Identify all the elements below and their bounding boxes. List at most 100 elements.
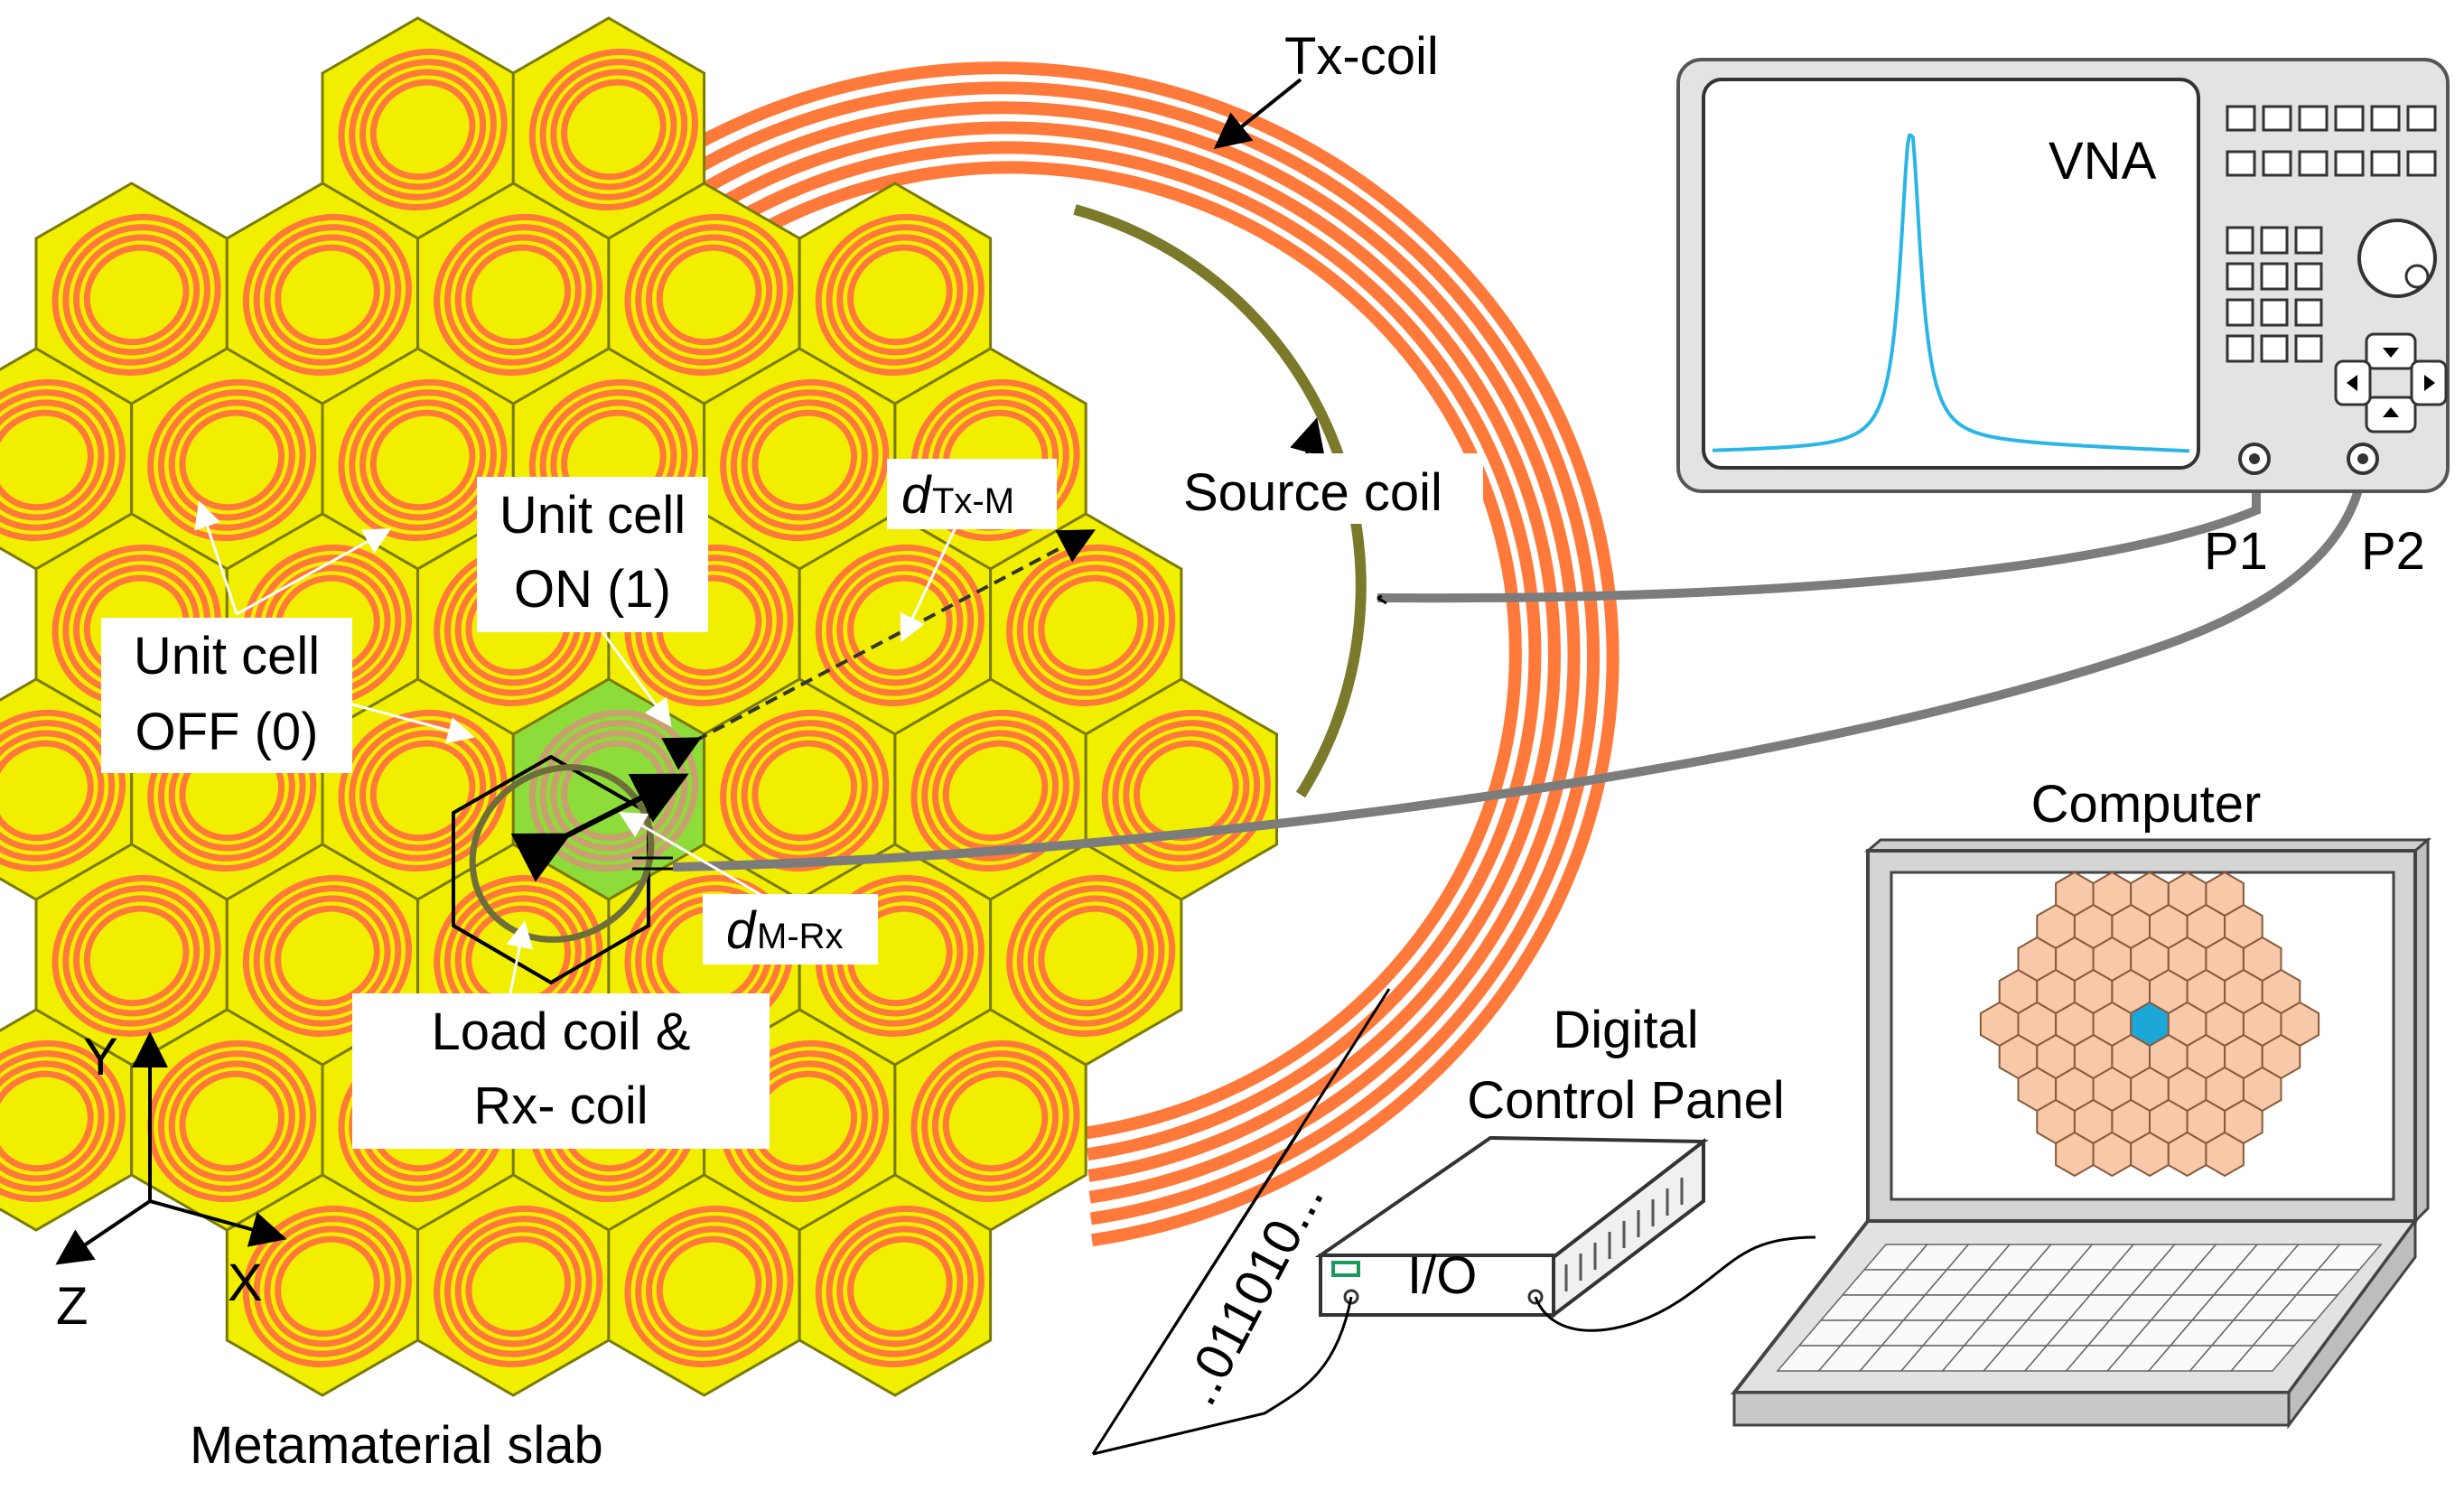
spiral-turn (147, 1039, 317, 1203)
laptop-keyboard (1776, 1244, 2383, 1372)
spiral-center (285, 1245, 374, 1328)
unit-cell-off (703, 347, 897, 571)
spiral-turn (275, 244, 380, 346)
status-led (1331, 1261, 1360, 1277)
vna-num-key (2226, 298, 2254, 327)
spiral-turn (369, 79, 476, 181)
digital-label-line1: Digital (1553, 1001, 1698, 1059)
spiral-turn (741, 1060, 868, 1182)
unit-cell-off (416, 182, 611, 405)
spiral-turn (179, 1070, 285, 1172)
spiral-turn (242, 213, 412, 377)
unit-cell-off (34, 843, 229, 1067)
spiral-turn (51, 874, 221, 1038)
spiral-turn (645, 234, 773, 356)
spiral-turn (1123, 730, 1250, 852)
d-tx-m-box (887, 459, 1057, 529)
spiral-turn (275, 905, 380, 1007)
spiral-turn (1038, 905, 1143, 1007)
unit-cell-off-line1: Unit cell (134, 627, 320, 685)
spiral-turn (561, 79, 667, 181)
vna-key (2262, 105, 2292, 132)
spiral-turn (931, 1060, 1059, 1182)
spiral-center (95, 254, 183, 337)
unit-cell-off (130, 1008, 324, 1232)
vna-key (2334, 105, 2365, 132)
spiral-turn (826, 224, 975, 366)
spiral-turn (836, 1226, 964, 1347)
unit-cell-off (34, 182, 229, 405)
spiral-turn (349, 389, 497, 531)
spiral-center (858, 1245, 947, 1328)
spiral-turn (359, 399, 487, 521)
spiral-turn (443, 224, 593, 366)
spiral-turn (815, 1205, 985, 1368)
source-feed (1377, 594, 1387, 605)
spiral-center (762, 419, 852, 502)
tx-coil-turn (677, 61, 1619, 1247)
spiral-center (667, 254, 756, 337)
spiral-turn (434, 1205, 603, 1368)
unit-cell-off (798, 182, 993, 405)
digital-label-line2: Control Panel (1467, 1071, 1784, 1130)
spiral-turn (741, 399, 868, 521)
cable-p1 (1377, 452, 2261, 603)
spiral-turn (0, 1070, 94, 1172)
vna-key (2406, 105, 2437, 132)
computer-label: Computer (2031, 775, 2262, 834)
spiral-center (285, 915, 374, 998)
spiral-turn (730, 1050, 879, 1192)
unit-cell-off (416, 1173, 611, 1397)
vna-nav-pad-icon (2334, 332, 2448, 433)
source-coil-arc (1073, 204, 1367, 798)
laptop-icon (1730, 836, 2432, 1430)
unit-cell-off (989, 843, 1183, 1067)
tx-coil-turn (731, 141, 1542, 1161)
spiral-turn (751, 409, 857, 511)
d-tx-m-symbol: d (901, 466, 932, 525)
spiral-turn (635, 1216, 783, 1357)
digital-control-box-icon: I/O (1314, 1135, 1709, 1319)
spiral-center (381, 419, 470, 502)
spiral-center (381, 750, 470, 833)
spiral-turn (1006, 874, 1176, 1038)
vna-num-key (2294, 334, 2323, 363)
spiral-center (381, 89, 470, 172)
d-tx-m-subscript: Tx-M (932, 481, 1014, 521)
port-p2-label: P2 (2361, 522, 2425, 581)
vna-keypad (2226, 105, 2437, 363)
vna-key (2298, 105, 2329, 132)
axis-y-label: Y (83, 1028, 118, 1086)
source-coil (1073, 204, 1367, 798)
d-m-rx-pointer (618, 811, 773, 903)
bitstream-flag (1091, 988, 1391, 1455)
spiral-turn (0, 740, 94, 842)
d-m-rx-dimension (510, 773, 689, 882)
load-coil-box (352, 993, 770, 1149)
spiral-turn (1016, 885, 1165, 1027)
unit-cell-off (0, 1008, 134, 1232)
spiral-center (0, 419, 88, 502)
load-coil-line1: Load coil & (432, 1002, 691, 1061)
spiral-turn (0, 730, 105, 852)
spiral-turn (0, 1050, 116, 1192)
spiral-turn (62, 224, 210, 366)
spiral-turn (0, 1039, 126, 1203)
spiral-turn (0, 389, 116, 531)
spiral-turn (369, 740, 476, 842)
vna-key (2370, 150, 2401, 177)
unit-cell-on-box (477, 477, 708, 632)
cable-p2 (672, 451, 2369, 872)
unit-cell-off-line2: OFF (0) (135, 703, 319, 761)
unit-cell-off (511, 16, 706, 240)
spiral-turn (550, 69, 677, 191)
spiral-center (190, 1080, 279, 1163)
d-m-rx-subscript: M-Rx (757, 917, 844, 956)
io-label: I/O (1407, 1246, 1477, 1305)
source-coil-label: Source coil (1183, 463, 1442, 522)
vna-num-key (2294, 298, 2323, 327)
resonance-trace (1712, 134, 2190, 453)
spiral-turn (528, 48, 698, 211)
spiral-turn (253, 1216, 402, 1357)
